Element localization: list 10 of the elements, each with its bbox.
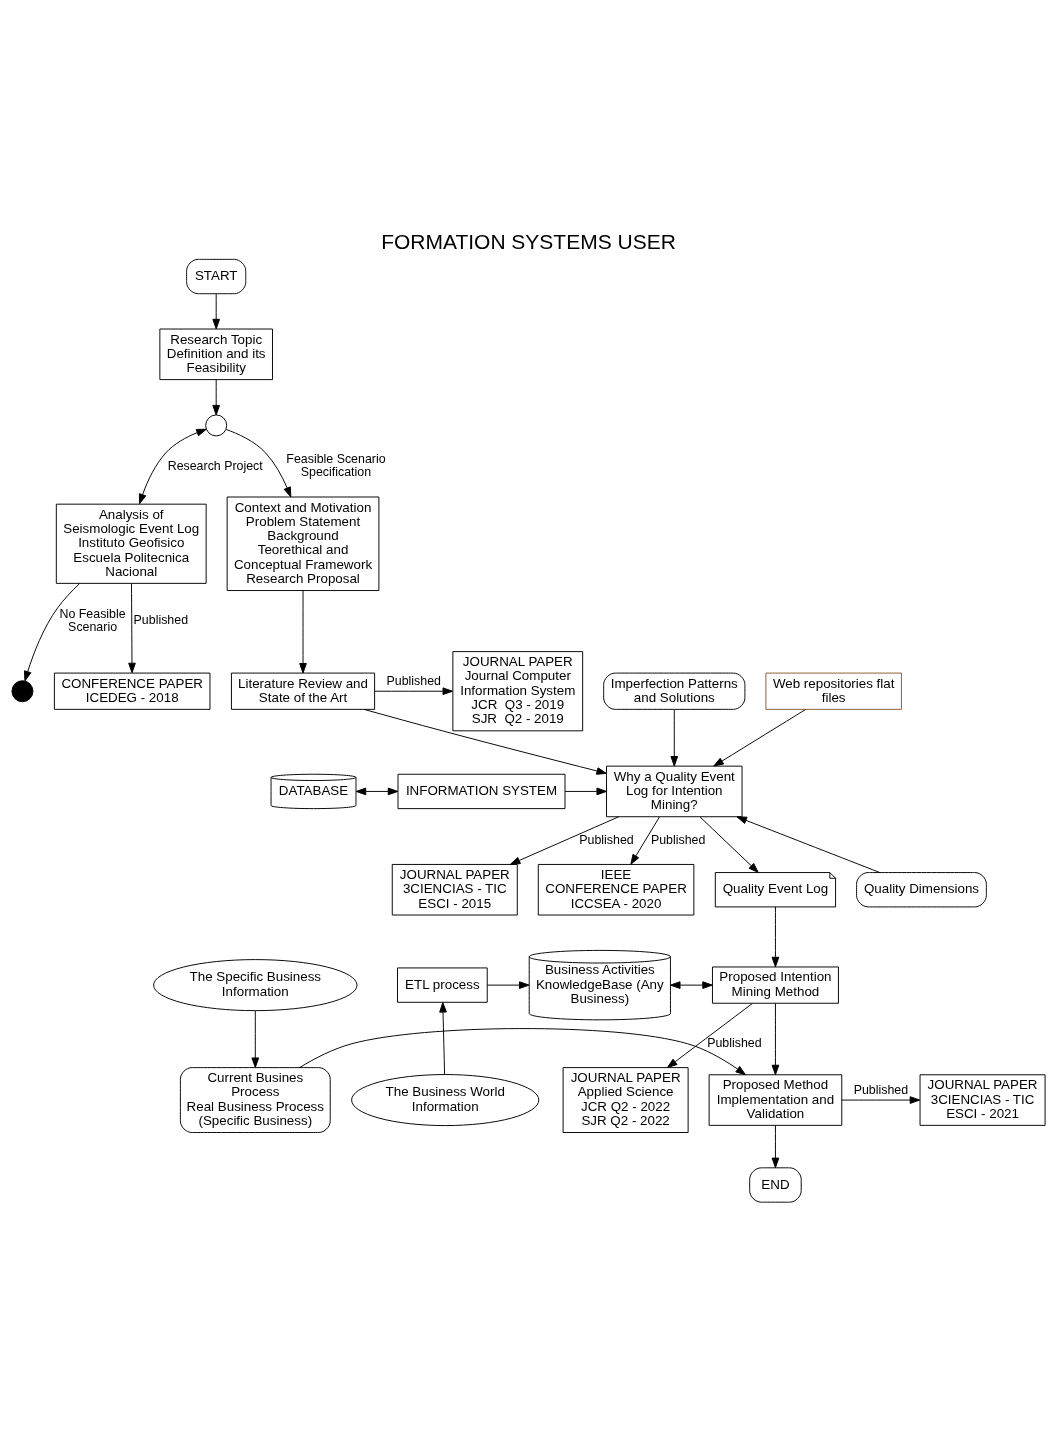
edge-label: Published <box>707 1035 762 1050</box>
edge-label: Published <box>386 673 441 688</box>
edge-label: Published <box>853 1082 909 1097</box>
diagram-title: FORMATION SYSTEMS USER <box>381 229 676 253</box>
edge-label: No Feasible Scenario <box>59 606 126 634</box>
edge-label: Published <box>133 612 189 627</box>
edge-label: Research Project <box>167 458 263 473</box>
edge-label: Feasible Scenario Specification <box>286 451 386 479</box>
edge-label: Published <box>650 832 706 847</box>
edge-label: Published <box>579 832 634 847</box>
